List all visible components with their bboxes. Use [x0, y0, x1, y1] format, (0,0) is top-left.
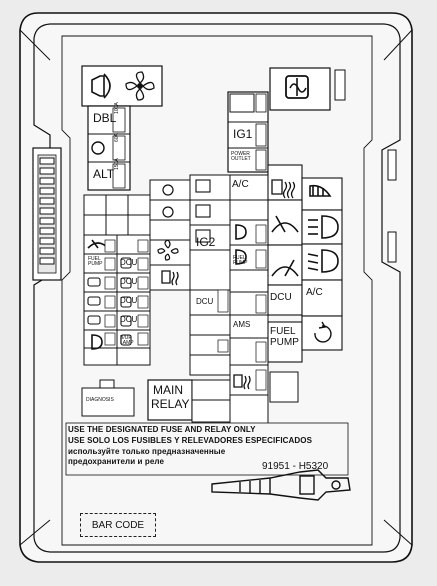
ac-right-label: A/C: [306, 287, 323, 298]
dcu-label: DCU: [120, 258, 138, 267]
fuel-pump-line1: FUEL: [270, 326, 296, 337]
dcu-label: DCU: [120, 277, 138, 286]
main-relay-box: [147, 379, 193, 421]
seat-heater-icon: [91, 141, 105, 155]
dcu-label: DCU: [120, 315, 138, 324]
headlamp-icon: [91, 215, 339, 350]
main-relay-line1: MAIN: [153, 383, 183, 397]
dcu-label: DCU: [196, 297, 214, 306]
warning-line-1: USE THE DESIGNATED FUSE AND RELAY ONLY: [68, 425, 256, 434]
housing-inner-outline: [33, 23, 401, 553]
housing-inset: [61, 35, 373, 546]
wiper-icon: [87, 215, 299, 277]
warning-line-3: используйте только предназначенные: [68, 447, 226, 456]
diagnosis-box: [81, 387, 135, 417]
ams-label: AMS: [233, 320, 251, 329]
dbl-alt-block: [87, 105, 131, 191]
main-relay-line2: RELAY: [151, 397, 190, 411]
dbl-label: DBL: [93, 111, 117, 125]
power-outlet-label: POWER OUTLET: [231, 151, 251, 162]
ac-relay-label: A/C: [232, 179, 249, 190]
rotation-icon: [314, 321, 332, 343]
fuel-pump-small-label: FUEL PUMP: [88, 256, 103, 267]
dcu-label: DCU: [120, 296, 138, 305]
amp-label: 60A: [114, 133, 120, 142]
diagnosis-label: DIAGNOSIS: [86, 397, 114, 403]
fan-icon: [125, 71, 155, 101]
amp-label: 100A: [114, 102, 120, 114]
dcu-right-label: DCU: [270, 292, 292, 303]
part-number: 91951 - H5320: [262, 461, 329, 472]
warning-line-4: предохранители и реле: [68, 457, 165, 466]
fuel-pump-line2: PUMP: [270, 337, 299, 348]
rear-defrost-relay: [269, 67, 331, 111]
fog-lamp-icon: [309, 184, 332, 197]
amp-label: 150A: [114, 158, 120, 170]
ig2-label: IG2: [196, 235, 216, 249]
bkup-lamp-label: B/UP LAMP: [120, 335, 134, 346]
horn-relay: [81, 65, 163, 107]
fuel-pump-small-right-label: FUEL PUMP: [233, 255, 248, 266]
ig1-label: IG1: [233, 127, 253, 141]
rear-defrost-icon: [285, 75, 309, 99]
left-connector: [32, 147, 62, 281]
horn-icon: [91, 73, 111, 99]
bar-code-label: BAR CODE: [80, 513, 156, 537]
alt-label: ALT: [93, 167, 115, 181]
fuse-puller-icon: [211, 469, 351, 501]
warning-line-2: USE SOLO LOS FUSIBLES Y RELEVADORES ESPE…: [68, 436, 313, 445]
